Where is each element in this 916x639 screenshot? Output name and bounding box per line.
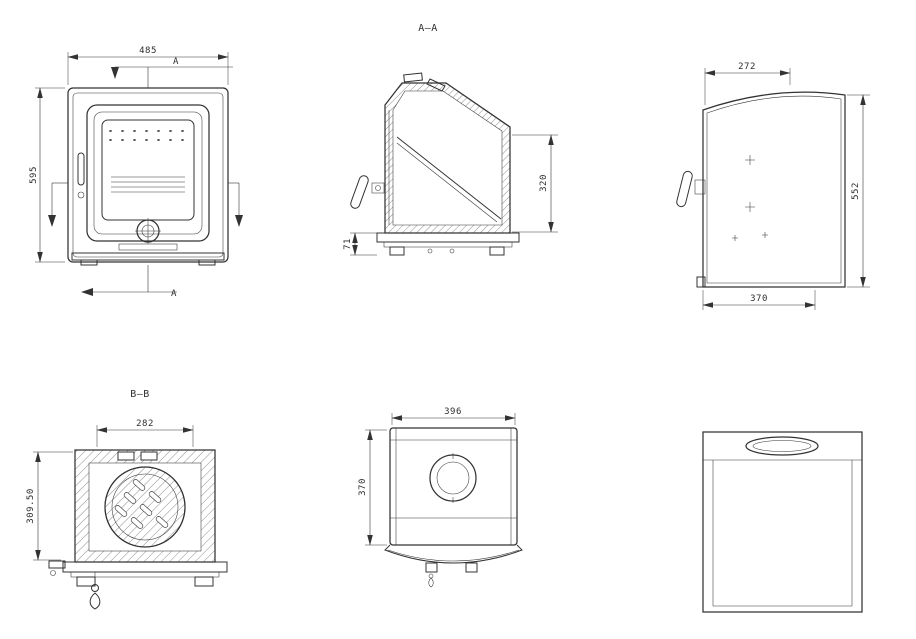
front-dim-width: 485 <box>67 46 229 85</box>
bb-pendant-handle <box>89 572 101 610</box>
aa-base <box>376 232 520 256</box>
back-body <box>702 431 863 613</box>
top-dim-depth: 370 <box>358 429 387 546</box>
bb-brick-2 <box>140 451 158 461</box>
bb-right-foot <box>194 576 214 587</box>
side-front-foot <box>696 276 706 288</box>
side-272-label: 272 <box>738 62 756 72</box>
lower-vent <box>118 243 178 251</box>
side-view: 272 552 370 <box>676 62 870 310</box>
top-dim-width: 396 <box>391 407 516 425</box>
section-cut-b-right <box>228 182 243 227</box>
aa-door-handle <box>350 175 385 209</box>
section-aa-view: A–A <box>343 23 558 256</box>
top-370-label: 370 <box>358 478 368 496</box>
right-foot <box>198 259 216 266</box>
cut-label-a-bottom: A <box>171 289 177 299</box>
left-foot <box>80 259 98 266</box>
side-dim-top-depth: 272 <box>704 62 791 105</box>
back-view <box>702 431 863 613</box>
pendant-top-view <box>428 573 434 579</box>
door-glass <box>101 119 195 221</box>
side-body <box>696 91 846 288</box>
aa-dim-base-height: 71 <box>343 232 377 256</box>
aa-inner-shell <box>392 90 503 226</box>
flue-collar <box>429 453 477 503</box>
side-dim-height: 552 <box>847 94 870 288</box>
cut-label-a-top: A <box>173 57 179 67</box>
side-370-label: 370 <box>750 294 768 304</box>
side-fixing-marks <box>732 155 768 241</box>
section-aa-title: A–A <box>418 23 438 34</box>
bb-circular-grate <box>104 466 186 548</box>
bb-309-label: 309.50 <box>26 488 36 524</box>
top-body <box>384 427 523 588</box>
front-apron <box>384 544 523 564</box>
apron-tab-left <box>425 562 438 573</box>
bb-dim-height: 309.50 <box>26 451 73 561</box>
bb-brick-1 <box>117 451 135 461</box>
section-cut-a-top: A <box>111 57 233 88</box>
bb-latch <box>48 560 66 569</box>
front-stove-body <box>67 87 229 266</box>
aa-71-label: 71 <box>343 238 353 250</box>
section-cut-b-left <box>48 182 68 227</box>
front-height-label: 595 <box>29 166 39 184</box>
bb-left-foot <box>76 576 96 587</box>
section-bb-title: B–B <box>130 389 150 400</box>
aa-top-controls <box>403 72 446 92</box>
side-door-handle <box>676 170 706 208</box>
aa-dim-firebox-height: 320 <box>512 134 558 233</box>
door-handle <box>77 152 85 199</box>
front-width-label: 485 <box>139 46 157 56</box>
front-dim-height: 595 <box>29 87 65 263</box>
top-396-label: 396 <box>444 407 462 417</box>
bb-inner-opening <box>88 462 202 552</box>
front-view: 485 595 A A <box>29 46 243 299</box>
bb-dim-width: 282 <box>96 419 194 447</box>
aa-outer-shell <box>384 82 511 234</box>
base-plinth <box>71 252 225 261</box>
side-552-label: 552 <box>851 182 861 200</box>
rear-flue-opening <box>745 436 819 456</box>
apron-tab-right <box>465 562 478 573</box>
aa-hatched-walls <box>385 83 510 233</box>
bb-282-label: 282 <box>136 419 154 429</box>
section-bb-view: B–B <box>26 389 228 610</box>
top-view: 396 370 <box>358 407 523 588</box>
side-dim-base-depth: 370 <box>702 290 816 310</box>
air-control-knob <box>135 218 161 244</box>
aa-baffle <box>396 136 502 223</box>
bb-base <box>48 560 228 587</box>
aa-320-label: 320 <box>539 174 549 192</box>
section-cut-a-bottom: A <box>81 265 177 299</box>
